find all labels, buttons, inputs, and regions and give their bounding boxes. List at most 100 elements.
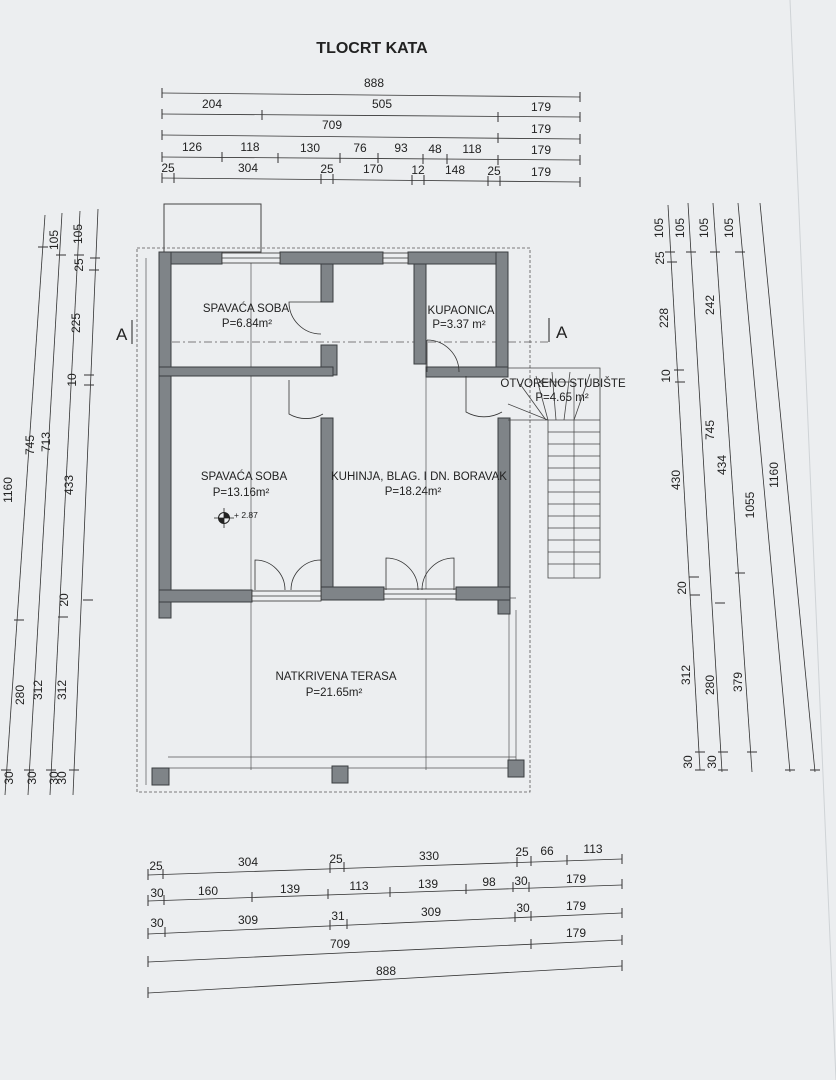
open-staircase	[507, 367, 601, 579]
walls	[151, 251, 525, 786]
dim-label: 30	[55, 771, 69, 785]
dim-label: 10	[659, 369, 673, 383]
dim-label: 30	[705, 755, 719, 769]
top-dimension-labels: 888 204 505 179 709 179 126 118 130 76 9…	[161, 76, 551, 179]
dim-label: 113	[583, 842, 602, 856]
dim-label: 312	[31, 680, 45, 700]
dim-label: 888	[376, 964, 396, 978]
level-label: + 2.87	[234, 510, 258, 520]
dim-label: 139	[418, 877, 438, 891]
dim-label: 330	[419, 849, 439, 863]
dim-label: 12	[411, 163, 425, 177]
dim-label: 25	[161, 161, 175, 175]
dim-label: 118	[240, 140, 259, 154]
dim-label: 179	[531, 143, 551, 157]
dim-label: 105	[722, 218, 736, 238]
plan-title: TLOCRT KATA	[316, 40, 428, 57]
bottom-dimension-labels: 25 304 25 330 25 66 113 30 160 139 113 1…	[149, 842, 603, 978]
left-dimension-chains	[1, 208, 100, 796]
dim-label: 312	[679, 665, 693, 685]
roof-outline	[136, 247, 531, 793]
dim-label: 105	[47, 230, 61, 250]
dim-label: 30	[516, 901, 530, 915]
dim-label: 30	[47, 771, 61, 785]
dim-label: 713	[39, 432, 53, 452]
room-name-bathroom: KUPAONICA	[428, 305, 495, 317]
dim-label: 225	[69, 313, 83, 333]
dim-label: 179	[566, 899, 586, 913]
dim-label: 304	[238, 161, 258, 175]
level-marker-icon	[214, 508, 234, 528]
dim-label: 66	[540, 844, 554, 858]
room-name-kitchen-living: KUHINJA, BLAG. I DN. BORAVAK	[331, 471, 507, 483]
dim-label: 179	[531, 165, 551, 179]
room-area-bedroom-1: P=6.84m²	[222, 318, 272, 330]
dim-label: 1160	[767, 462, 781, 488]
dim-label: 433	[62, 475, 76, 495]
room-area-open-stairs: P=4.65 m²	[535, 392, 589, 404]
dim-label: 30	[2, 771, 16, 785]
dim-label: 160	[198, 884, 218, 898]
dim-label: 105	[652, 218, 666, 238]
dim-label: 709	[322, 118, 342, 132]
dim-label: 505	[372, 97, 392, 111]
dim-label: 1160	[1, 477, 15, 503]
right-dimension-chains	[665, 202, 820, 773]
dim-label: 113	[349, 879, 368, 893]
dim-label: 118	[462, 142, 481, 156]
dim-label: 105	[71, 224, 85, 244]
dim-label: 30	[150, 916, 164, 930]
dim-label: 309	[238, 913, 258, 927]
top-dimension-chains	[161, 88, 581, 187]
dim-label: 745	[703, 420, 717, 440]
room-area-covered-terrace: P=21.65m²	[306, 687, 363, 699]
dim-label: 179	[566, 872, 586, 886]
dim-label: 25	[320, 162, 334, 176]
room-name-covered-terrace: NATKRIVENA TERASA	[276, 671, 397, 683]
paper-edge	[789, 0, 836, 1080]
dim-label: 98	[482, 875, 496, 889]
room-name-open-stairs: OTVORENO STUBIŠTE	[500, 377, 626, 390]
dim-label: 179	[531, 122, 551, 136]
dim-label: 204	[202, 97, 222, 111]
dim-label: 25	[515, 845, 529, 859]
dim-label: 48	[428, 142, 442, 156]
dim-label: 434	[715, 455, 729, 475]
room-area-bathroom: P=3.37 m²	[432, 319, 486, 331]
dim-label: 242	[703, 295, 717, 315]
dim-label: 25	[653, 251, 667, 265]
section-mark-left: A	[116, 325, 128, 344]
dim-label: 105	[673, 218, 687, 238]
dim-label: 93	[394, 141, 408, 155]
dim-label: 25	[487, 164, 501, 178]
dim-label: 745	[23, 435, 37, 455]
dim-label: 30	[150, 886, 164, 900]
floor-plan: A A + 2.87 SPAVAĆA SOBA P=6.84m² KUPAONI…	[116, 203, 626, 793]
dim-label: 31	[331, 909, 345, 923]
dim-label: 25	[72, 258, 86, 272]
dim-label: 130	[300, 141, 320, 155]
dim-label: 30	[681, 755, 695, 769]
dim-label: 309	[421, 905, 441, 919]
dim-label: 139	[280, 882, 300, 896]
dim-label: 20	[675, 581, 689, 595]
dim-label: 379	[731, 672, 745, 692]
dim-label: 25	[329, 852, 343, 866]
room-name-bedroom-2: SPAVAĆA SOBA	[201, 470, 288, 483]
door-swings	[254, 301, 503, 591]
dim-label: 280	[13, 685, 27, 705]
left-dimension-labels: 1160 30 745 280 30 105 713 312 30 105 25…	[1, 224, 86, 785]
dim-label: 179	[566, 926, 586, 940]
dim-label: 1055	[743, 491, 757, 518]
room-area-kitchen-living: P=18.24m²	[385, 486, 442, 498]
dim-label: 280	[703, 675, 717, 695]
dim-label: 30	[25, 771, 39, 785]
dim-label: 30	[514, 874, 528, 888]
dim-label: 148	[445, 163, 465, 177]
section-line-marks	[131, 318, 550, 344]
room-area-bedroom-2: P=13.16m²	[213, 487, 270, 499]
bottom-dimension-chains	[147, 854, 623, 998]
dim-label: 179	[531, 100, 551, 114]
